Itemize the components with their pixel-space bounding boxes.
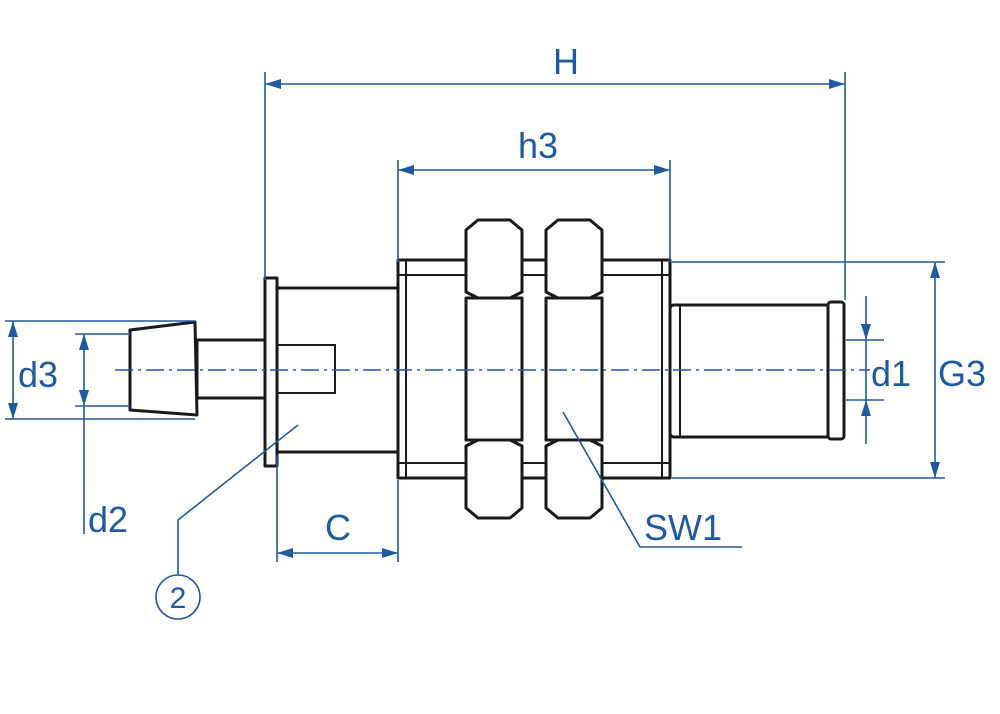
inner-bore bbox=[276, 344, 336, 394]
dimension-h: H bbox=[264, 41, 846, 300]
dimension-d2: d2 bbox=[75, 333, 130, 540]
threaded-body bbox=[396, 258, 672, 480]
dimension-d1: d1 bbox=[846, 296, 911, 444]
dim-label-h: H bbox=[553, 41, 579, 82]
barb-stem bbox=[195, 338, 269, 400]
callout-circle bbox=[155, 574, 201, 620]
dimension-c: C bbox=[276, 455, 399, 562]
dim-label-d3: d3 bbox=[18, 354, 58, 395]
dim-label-c: C bbox=[325, 507, 351, 548]
dim-label-sw1: SW1 bbox=[644, 507, 722, 548]
hex-nut-1 bbox=[464, 218, 524, 520]
dim-label-d2: d2 bbox=[88, 499, 128, 540]
hose-barb bbox=[128, 320, 199, 417]
dim-label-d1: d1 bbox=[871, 353, 911, 394]
flange bbox=[263, 276, 279, 468]
dim-label-g3: G3 bbox=[938, 353, 986, 394]
hex-nut-2 bbox=[544, 218, 604, 520]
callout-item-2: 2 bbox=[155, 424, 299, 620]
outlet-tube bbox=[668, 303, 832, 439]
dimension-h3: h3 bbox=[397, 125, 671, 262]
callout-number: 2 bbox=[170, 582, 187, 615]
dimension-d3: d3 bbox=[5, 320, 195, 420]
leader-sw1: SW1 bbox=[562, 411, 742, 548]
dimension-g3: G3 bbox=[672, 261, 986, 479]
dim-label-h3: h3 bbox=[518, 125, 558, 166]
